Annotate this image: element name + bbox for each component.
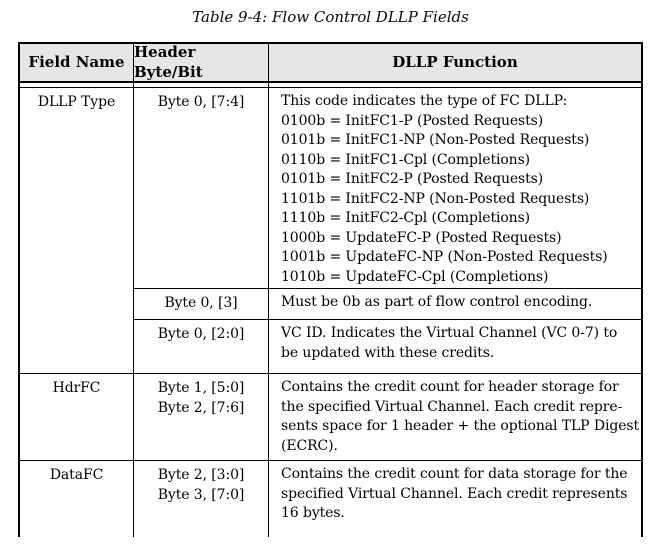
cell-dllp-function: Must be 0b as part of flow control encod…: [269, 289, 641, 319]
header-double-rule-gap: [269, 83, 641, 87]
cell-dllp-function: VC ID. Indicates the Virtual Channel (VC…: [269, 320, 641, 373]
cell-byte-bit: Byte 0, [3]: [134, 289, 268, 319]
cell-dllp-function: This code indicates the type of FC DLLP:…: [269, 88, 641, 288]
cell-field-name-hdrfc: HdrFC: [20, 374, 133, 460]
column-header-dllp-function: DLLP Function: [269, 44, 641, 82]
header-double-rule-gap: [20, 83, 133, 87]
cell-dllp-function: Contains the credit count for data stora…: [269, 461, 641, 537]
flow-control-dllp-fields-table: Field Name Header Byte/Bit DLLP Function…: [18, 42, 643, 537]
cell-byte-bit: Byte 0, [7:4]: [134, 88, 268, 288]
cell-field-name-dllp-type: DLLP Type: [20, 88, 133, 373]
header-double-rule-gap: [134, 83, 268, 87]
cell-field-name-datafc: DataFC: [20, 461, 133, 537]
cell-byte-bit: Byte 2, [3:0]Byte 3, [7:0]: [134, 461, 268, 537]
cell-byte-bit: Byte 0, [2:0]: [134, 320, 268, 373]
column-header-header-byte-bit: Header Byte/Bit: [134, 44, 268, 82]
cell-byte-bit: Byte 1, [5:0]Byte 2, [7:6]: [134, 374, 268, 460]
cell-dllp-function: Contains the credit count for header sto…: [269, 374, 641, 460]
column-header-field-name: Field Name: [20, 44, 133, 82]
table-caption: Table 9-4: Flow Control DLLP Fields: [192, 8, 469, 26]
